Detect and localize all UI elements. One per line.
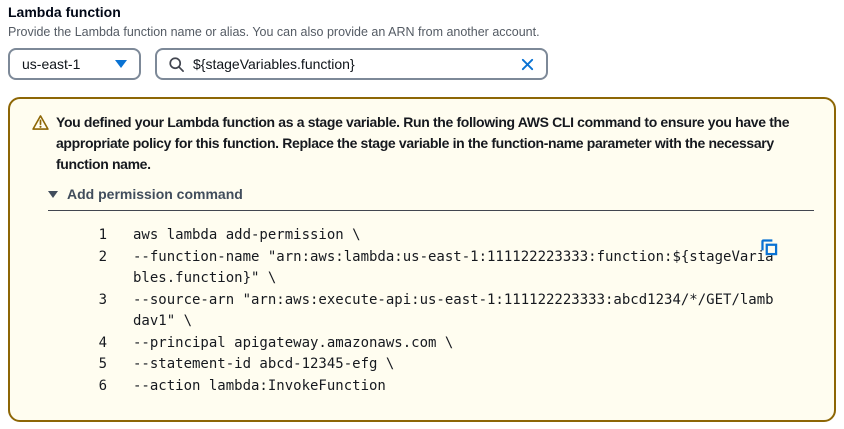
code-line-number: 4: [98, 334, 107, 351]
expand-caret-icon: [48, 190, 58, 198]
code-line: 1 aws lambda add-permission \: [93, 225, 814, 247]
chevron-down-icon: [115, 60, 127, 68]
code-line-number: 6: [98, 377, 107, 394]
warning-alert: You defined your Lambda function as a st…: [8, 97, 836, 422]
warning-alert-header: You defined your Lambda function as a st…: [32, 112, 814, 175]
code-block: 1 aws lambda add-permission \ 2 --functi…: [93, 225, 814, 397]
warning-icon: [32, 114, 49, 136]
code-line-number: 2: [98, 248, 107, 265]
code-line: 6 --action lambda:InvokeFunction: [93, 376, 814, 398]
region-select-value: us-east-1: [22, 56, 81, 72]
add-permission-section: Add permission command 1 aws lambda add-…: [48, 186, 814, 397]
controls-row: us-east-1: [8, 48, 836, 80]
close-icon: [521, 58, 534, 70]
lambda-function-input[interactable]: [193, 56, 512, 72]
code-line-number: 5: [98, 356, 107, 372]
code-line-text: --function-name "arn:aws:lambda:us-east-…: [133, 248, 774, 287]
code-line-text: --action lambda:InvokeFunction: [133, 377, 386, 394]
add-permission-expand-toggle[interactable]: Add permission command: [48, 186, 814, 211]
code-line: 2 --function-name "arn:aws:lambda:us-eas…: [93, 247, 814, 290]
code-line: 4 --principal apigateway.amazonaws.com \: [93, 333, 814, 355]
copy-code-button[interactable]: [760, 238, 778, 256]
code-line-number: 1: [98, 227, 107, 243]
code-line-text: --principal apigateway.amazonaws.com \: [133, 334, 454, 351]
code-line-text: --statement-id abcd-12345-efg \: [133, 356, 395, 372]
region-select[interactable]: us-east-1: [8, 48, 141, 80]
page-title: Lambda function: [8, 4, 121, 20]
copy-icon: [761, 239, 778, 256]
code-line-text: --source-arn "arn:aws:execute-api:us-eas…: [133, 291, 774, 330]
code-line-text: aws lambda add-permission \: [133, 227, 361, 243]
code-line: 3 --source-arn "arn:aws:execute-api:us-e…: [93, 290, 814, 333]
field-description: Provide the Lambda function name or alia…: [8, 25, 540, 39]
code-line: 5 --statement-id abcd-12345-efg \: [93, 354, 814, 376]
search-icon: [168, 56, 185, 73]
lambda-function-search-box[interactable]: [155, 48, 548, 80]
warning-message: You defined your Lambda function as a st…: [56, 114, 790, 172]
code-line-number: 3: [98, 291, 107, 308]
expandable-section-label: Add permission command: [67, 186, 243, 202]
clear-input-button[interactable]: [520, 57, 535, 72]
